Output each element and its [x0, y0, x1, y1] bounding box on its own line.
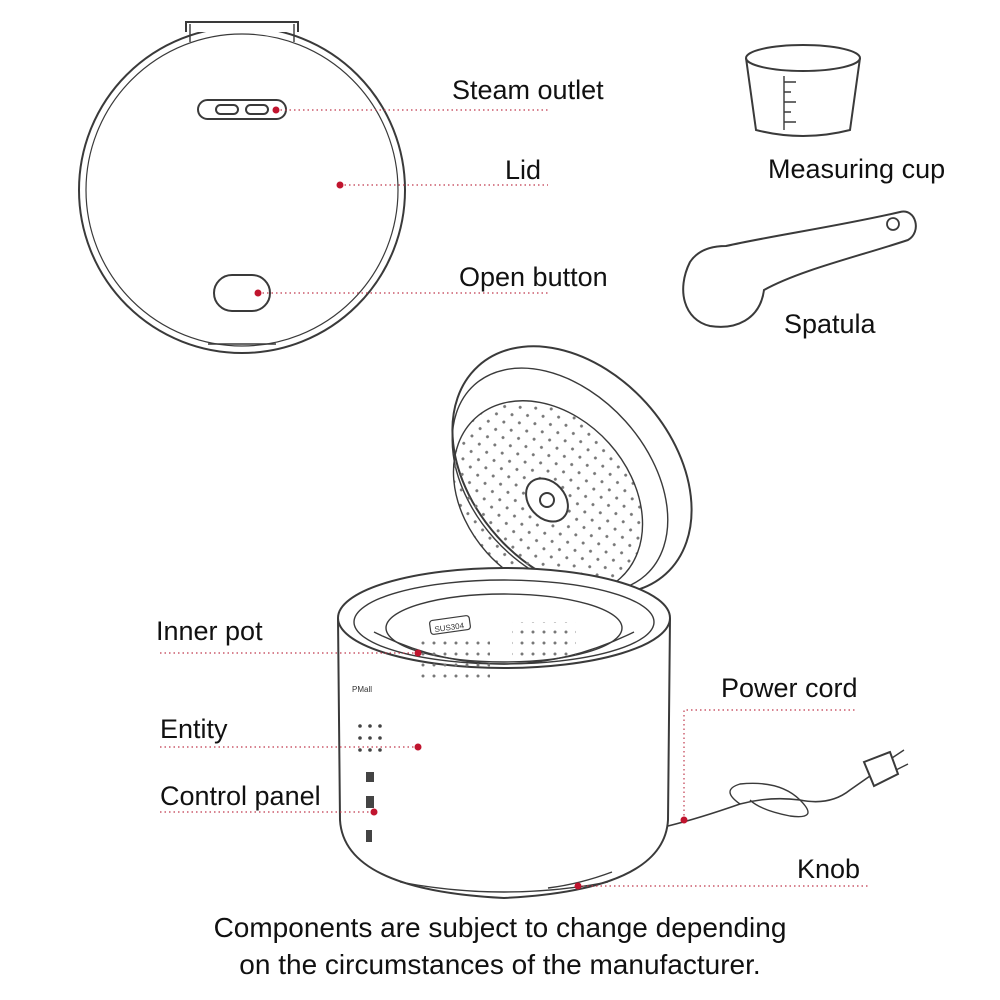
- leader-dots: [254, 106, 688, 890]
- cooker-body: [337, 345, 909, 900]
- control-panel-label: Control panel: [160, 781, 321, 811]
- measuring-cup-label: Measuring cup: [768, 154, 946, 184]
- footnote-line-1: Components are subject to change dependi…: [213, 912, 787, 943]
- spatula-illustration: [682, 210, 917, 328]
- steam-outlet-dot: [272, 106, 280, 114]
- knob-dot: [574, 882, 582, 890]
- lid-dot: [336, 181, 344, 189]
- inner-pot-marking: SUS304: [434, 621, 465, 634]
- footnote-line-2: on the circumstances of the manufacturer…: [239, 949, 761, 980]
- measuring-cup-illustration: [745, 44, 861, 137]
- entity-label: Entity: [160, 714, 228, 744]
- body-logo: PMall: [352, 685, 372, 694]
- open-button-label: Open button: [459, 262, 608, 292]
- open-button-dot: [254, 289, 262, 297]
- lid-top-view: [78, 21, 406, 354]
- knob-label: Knob: [797, 854, 861, 884]
- power-cord-label: Power cord: [721, 673, 858, 703]
- spatula-label: Spatula: [784, 309, 876, 339]
- control-panel-dot: [370, 808, 378, 816]
- inner-pot-label: Inner pot: [156, 616, 263, 646]
- leader-lines: [160, 109, 868, 887]
- inner-pot-dot: [414, 649, 422, 657]
- power-cord-dot: [680, 816, 688, 824]
- entity-dot: [414, 743, 422, 751]
- steam-outlet-label: Steam outlet: [452, 75, 604, 105]
- lid-label: Lid: [505, 155, 542, 185]
